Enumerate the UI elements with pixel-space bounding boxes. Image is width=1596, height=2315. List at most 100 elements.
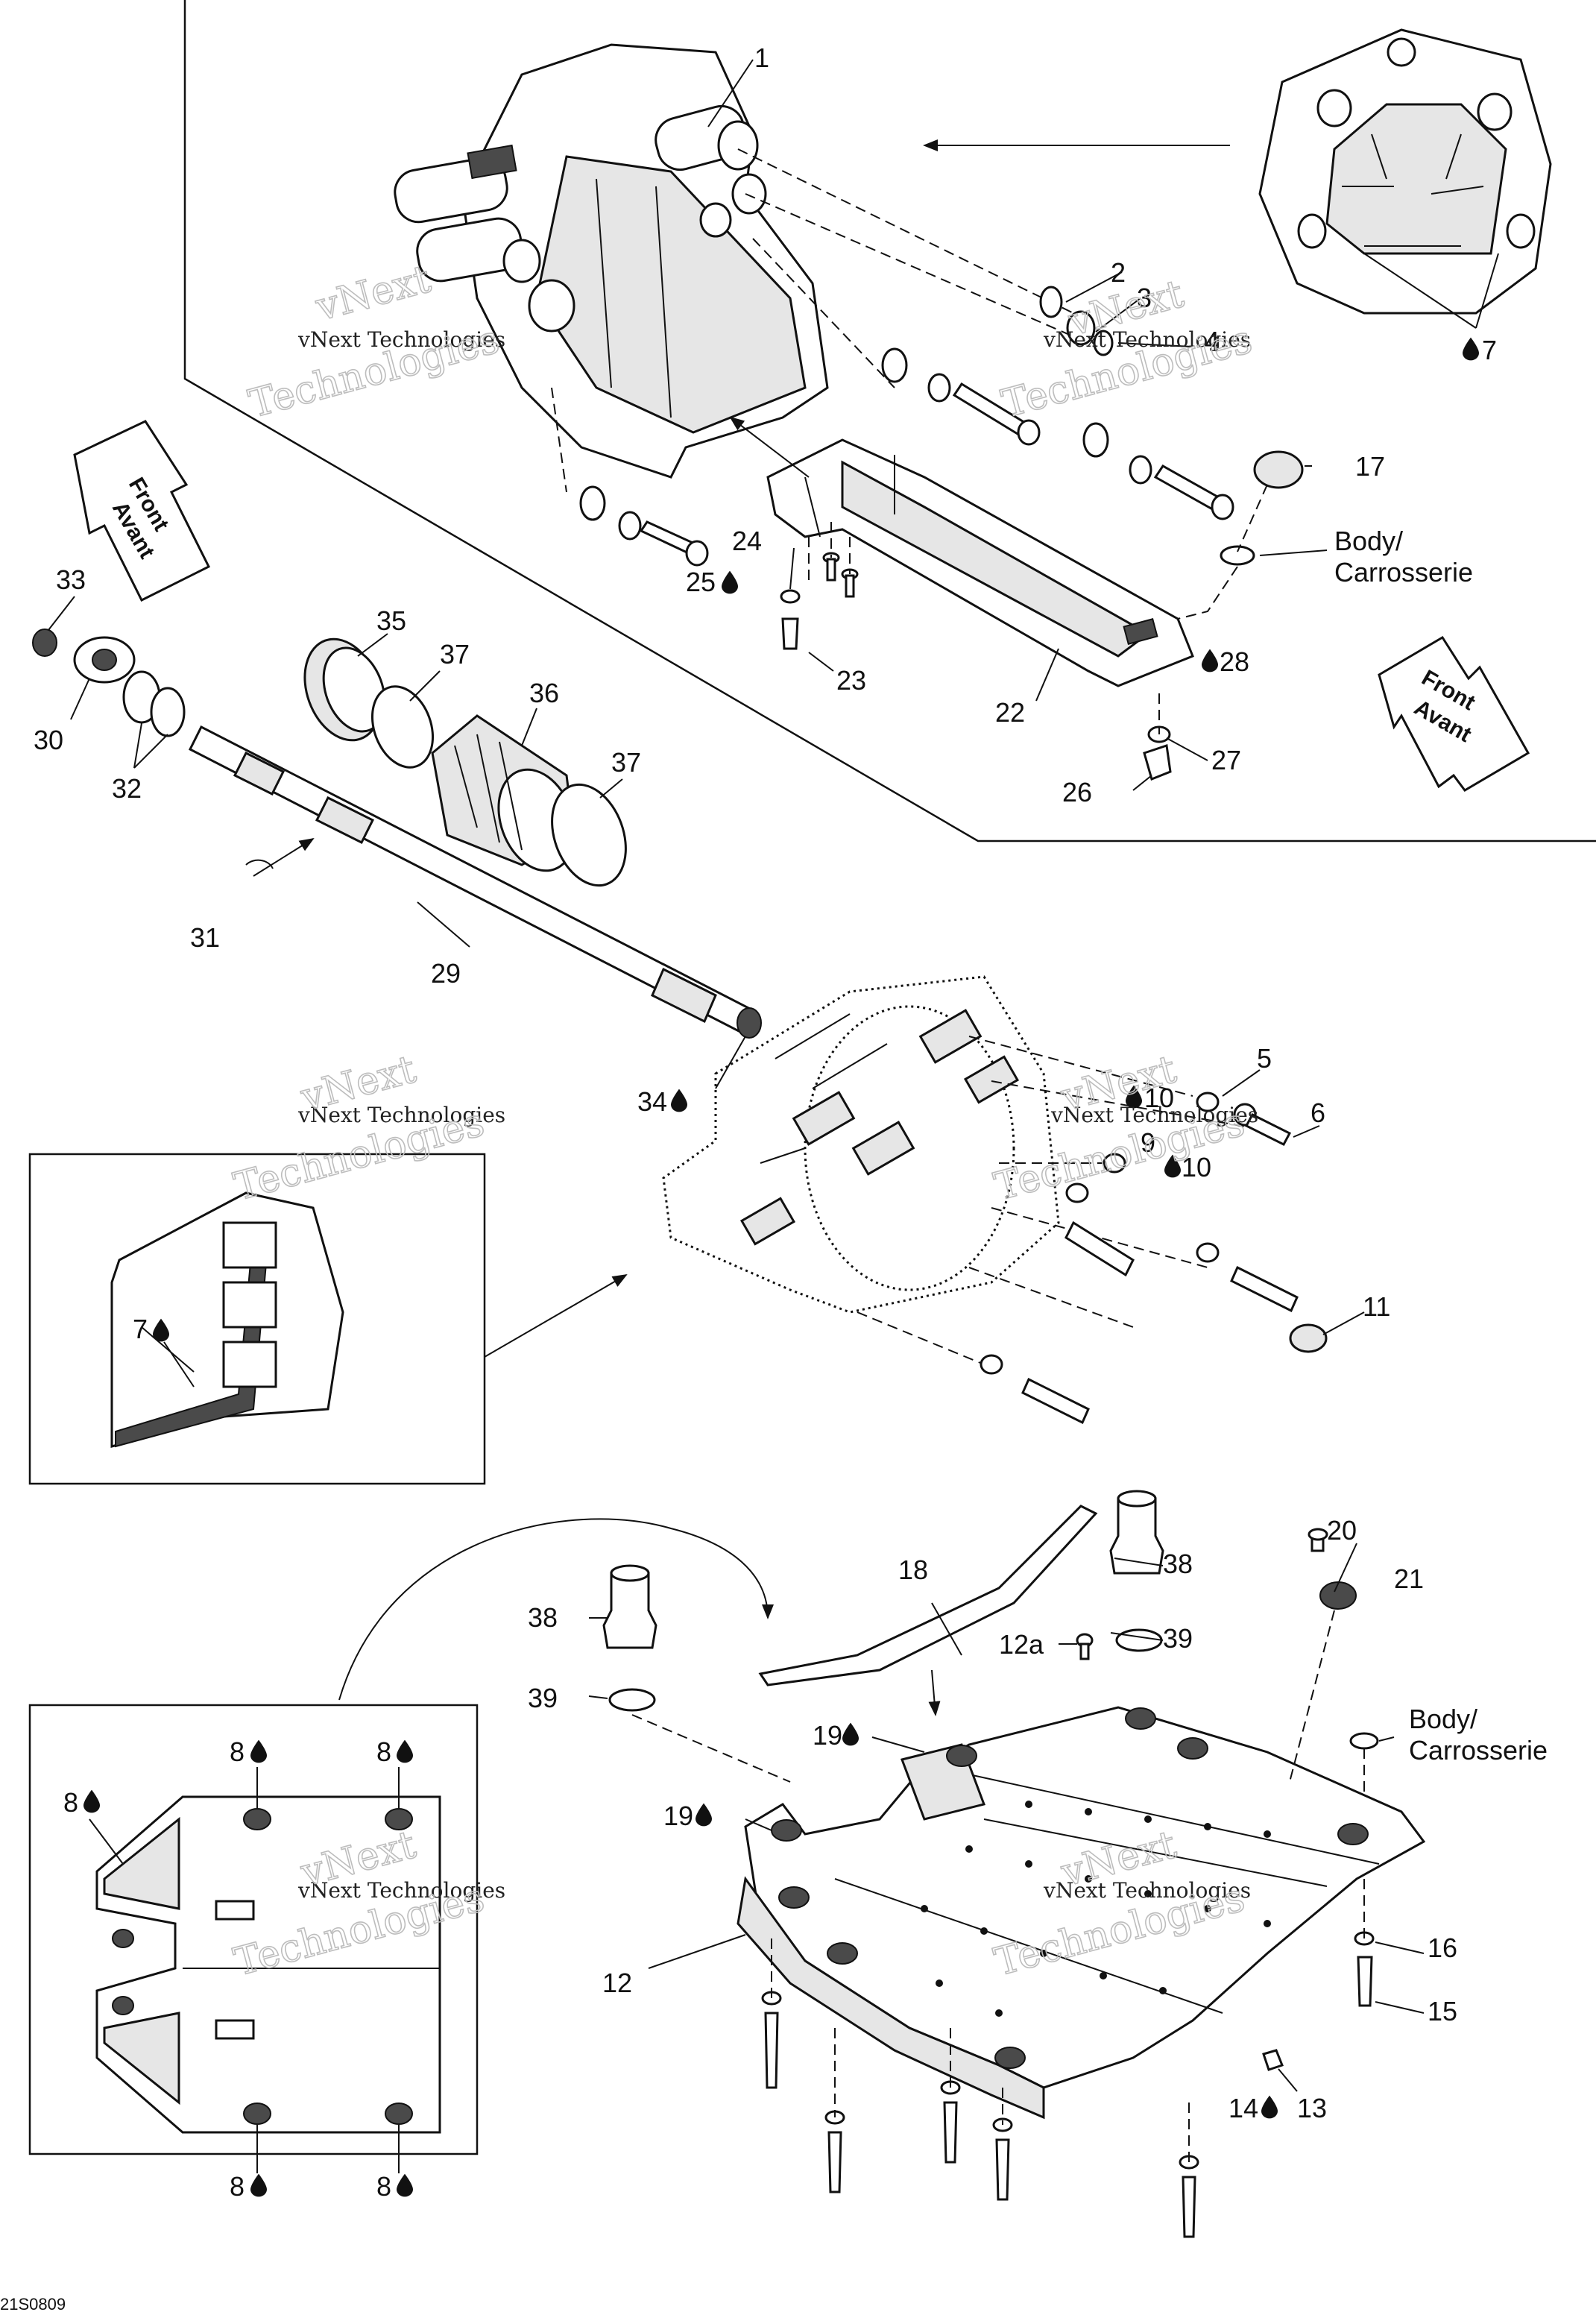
hardware-26-27 [1143,693,1172,781]
watermark-text-3: vNext Technologies [297,1103,505,1127]
callout-32: 32 [112,773,142,804]
leader-7-top [1363,253,1499,329]
inset-sealant-side [28,1153,628,1485]
drive-shaft-29 [188,725,762,1039]
callout-8-bottom-right: 8 [376,2171,391,2202]
sealant-drop-icon-7-top [1463,337,1479,361]
leader-lines [48,59,1425,2173]
callout-18: 18 [898,1555,928,1585]
callout-16: 16 [1428,1933,1457,1963]
watermark-text-5: vNext Technologies [297,1878,505,1903]
callout-25: 25 [686,567,716,597]
callout-37-top: 37 [440,639,470,670]
callout-labels: 1 2 3 4 7 17 24 25 23 28 22 27 26 33 30 … [34,42,1497,2202]
callout-14: 14 [1228,2093,1258,2123]
strip-arrow [928,1669,941,1716]
watermark-text-1: vNext Technologies [297,327,505,352]
callout-23: 23 [836,665,866,696]
callout-8-top-right: 8 [376,1736,391,1767]
sealant-drop-icon-19-top [842,1722,859,1746]
sealant-drop-icon-19-bottom [696,1803,712,1827]
callout-5: 5 [1257,1043,1272,1074]
body-label-top: Body/ [1334,526,1403,556]
circlip-31 [245,859,274,869]
callout-9: 9 [1141,1127,1155,1158]
carrosserie-label-top: Carrosserie [1334,557,1473,588]
body-plug-17 [1253,450,1304,489]
sealant-drop-icon-8-top-left [250,1739,267,1763]
callout-26: 26 [1062,777,1092,807]
callout-35: 35 [376,605,406,636]
plate-strip-18 [758,1505,1098,1686]
diagram-code: 21S0809 [0,2295,66,2314]
callout-19-bottom: 19 [663,1801,693,1831]
section-divider-lines [183,0,1596,842]
sealant-drop-icon-28 [1202,649,1218,673]
watermark-text-6: vNext Technologies [1043,1878,1251,1903]
boot-clamps-35-36-37 [303,637,627,887]
bottom-bolts [761,1938,1199,2238]
callout-39-right: 39 [1163,1623,1193,1654]
pointer-arrow-bracket [729,416,810,478]
top-hardware [579,286,1234,567]
body-labels: Body/ Carrosserie Body/ Carrosserie [1334,526,1548,1766]
curved-pointer-arrow [338,1518,774,1701]
callout-36: 36 [529,678,559,708]
callout-19-top: 19 [813,1720,842,1751]
callout-17: 17 [1355,451,1385,482]
support-bracket-22 [766,438,1194,687]
callout-7-inset: 7 [133,1314,148,1344]
callout-38-right: 38 [1163,1549,1193,1579]
callout-28: 28 [1220,646,1249,677]
callout-13: 13 [1297,2093,1327,2123]
pump-housing-dotted [662,975,1060,1314]
body-dash-top [1177,484,1268,620]
callout-38-left: 38 [528,1602,558,1633]
callout-37-bottom: 37 [611,747,641,778]
callout-30: 30 [34,725,63,755]
callout-10-bottom: 10 [1182,1152,1211,1182]
callout-24: 24 [732,526,762,556]
top-assembly-dash-lines [551,148,1089,493]
callout-8-top-left: 8 [230,1736,245,1767]
bracket-small-screws [780,522,859,650]
shaft-seals-30-32-33 [32,629,186,737]
callout-8-left: 8 [63,1787,78,1818]
callout-10-top: 10 [1144,1083,1174,1113]
front-arrow-right: Front Avant [1378,635,1530,792]
callout-33: 33 [56,564,86,595]
fitting-38-39-left [602,1564,791,1783]
sealant-drop-icon-8-bottom-right [397,2173,413,2197]
callout-11: 11 [1363,1291,1390,1322]
watermark-text-2: vNext Technologies [1043,327,1251,352]
callout-12: 12 [602,1968,632,1998]
callout-2: 2 [1111,257,1126,288]
front-arrow-left: Front Avant [73,420,211,602]
watermark-text-4: vNext Technologies [1050,1103,1258,1127]
ride-plate-hardware [761,1528,1379,2238]
callout-22: 22 [995,697,1025,728]
sealant-drop-icon-34 [671,1089,687,1112]
callout-8-bottom-left: 8 [230,2171,245,2202]
ride-plate-holes [921,1801,1271,2017]
ride-plate-12 [737,1706,1426,2120]
jet-pump-support-housing [394,43,829,479]
callout-34: 34 [637,1086,667,1117]
body-inner-view [1258,28,1552,315]
callout-4: 4 [1205,326,1220,356]
sealant-drop-icon-8-bottom-left [250,2173,267,2197]
callout-3: 3 [1137,283,1152,313]
callout-39-left: 39 [528,1683,558,1713]
sealant-drop-icon-8-left [83,1789,100,1813]
callout-29: 29 [431,958,461,989]
fitting-38-39-right [1109,1490,1164,1652]
callout-7-top: 7 [1482,335,1497,365]
inset-ride-plate-top [28,1704,479,2155]
callout-27: 27 [1211,745,1241,775]
sealant-drop-icon-8-top-right [397,1739,413,1763]
watermark-big-1a: vNext [311,256,435,330]
callout-15: 15 [1428,1996,1457,2026]
pump-hardware [980,1092,1328,1425]
body-label-bottom: Body/ [1409,1704,1477,1734]
